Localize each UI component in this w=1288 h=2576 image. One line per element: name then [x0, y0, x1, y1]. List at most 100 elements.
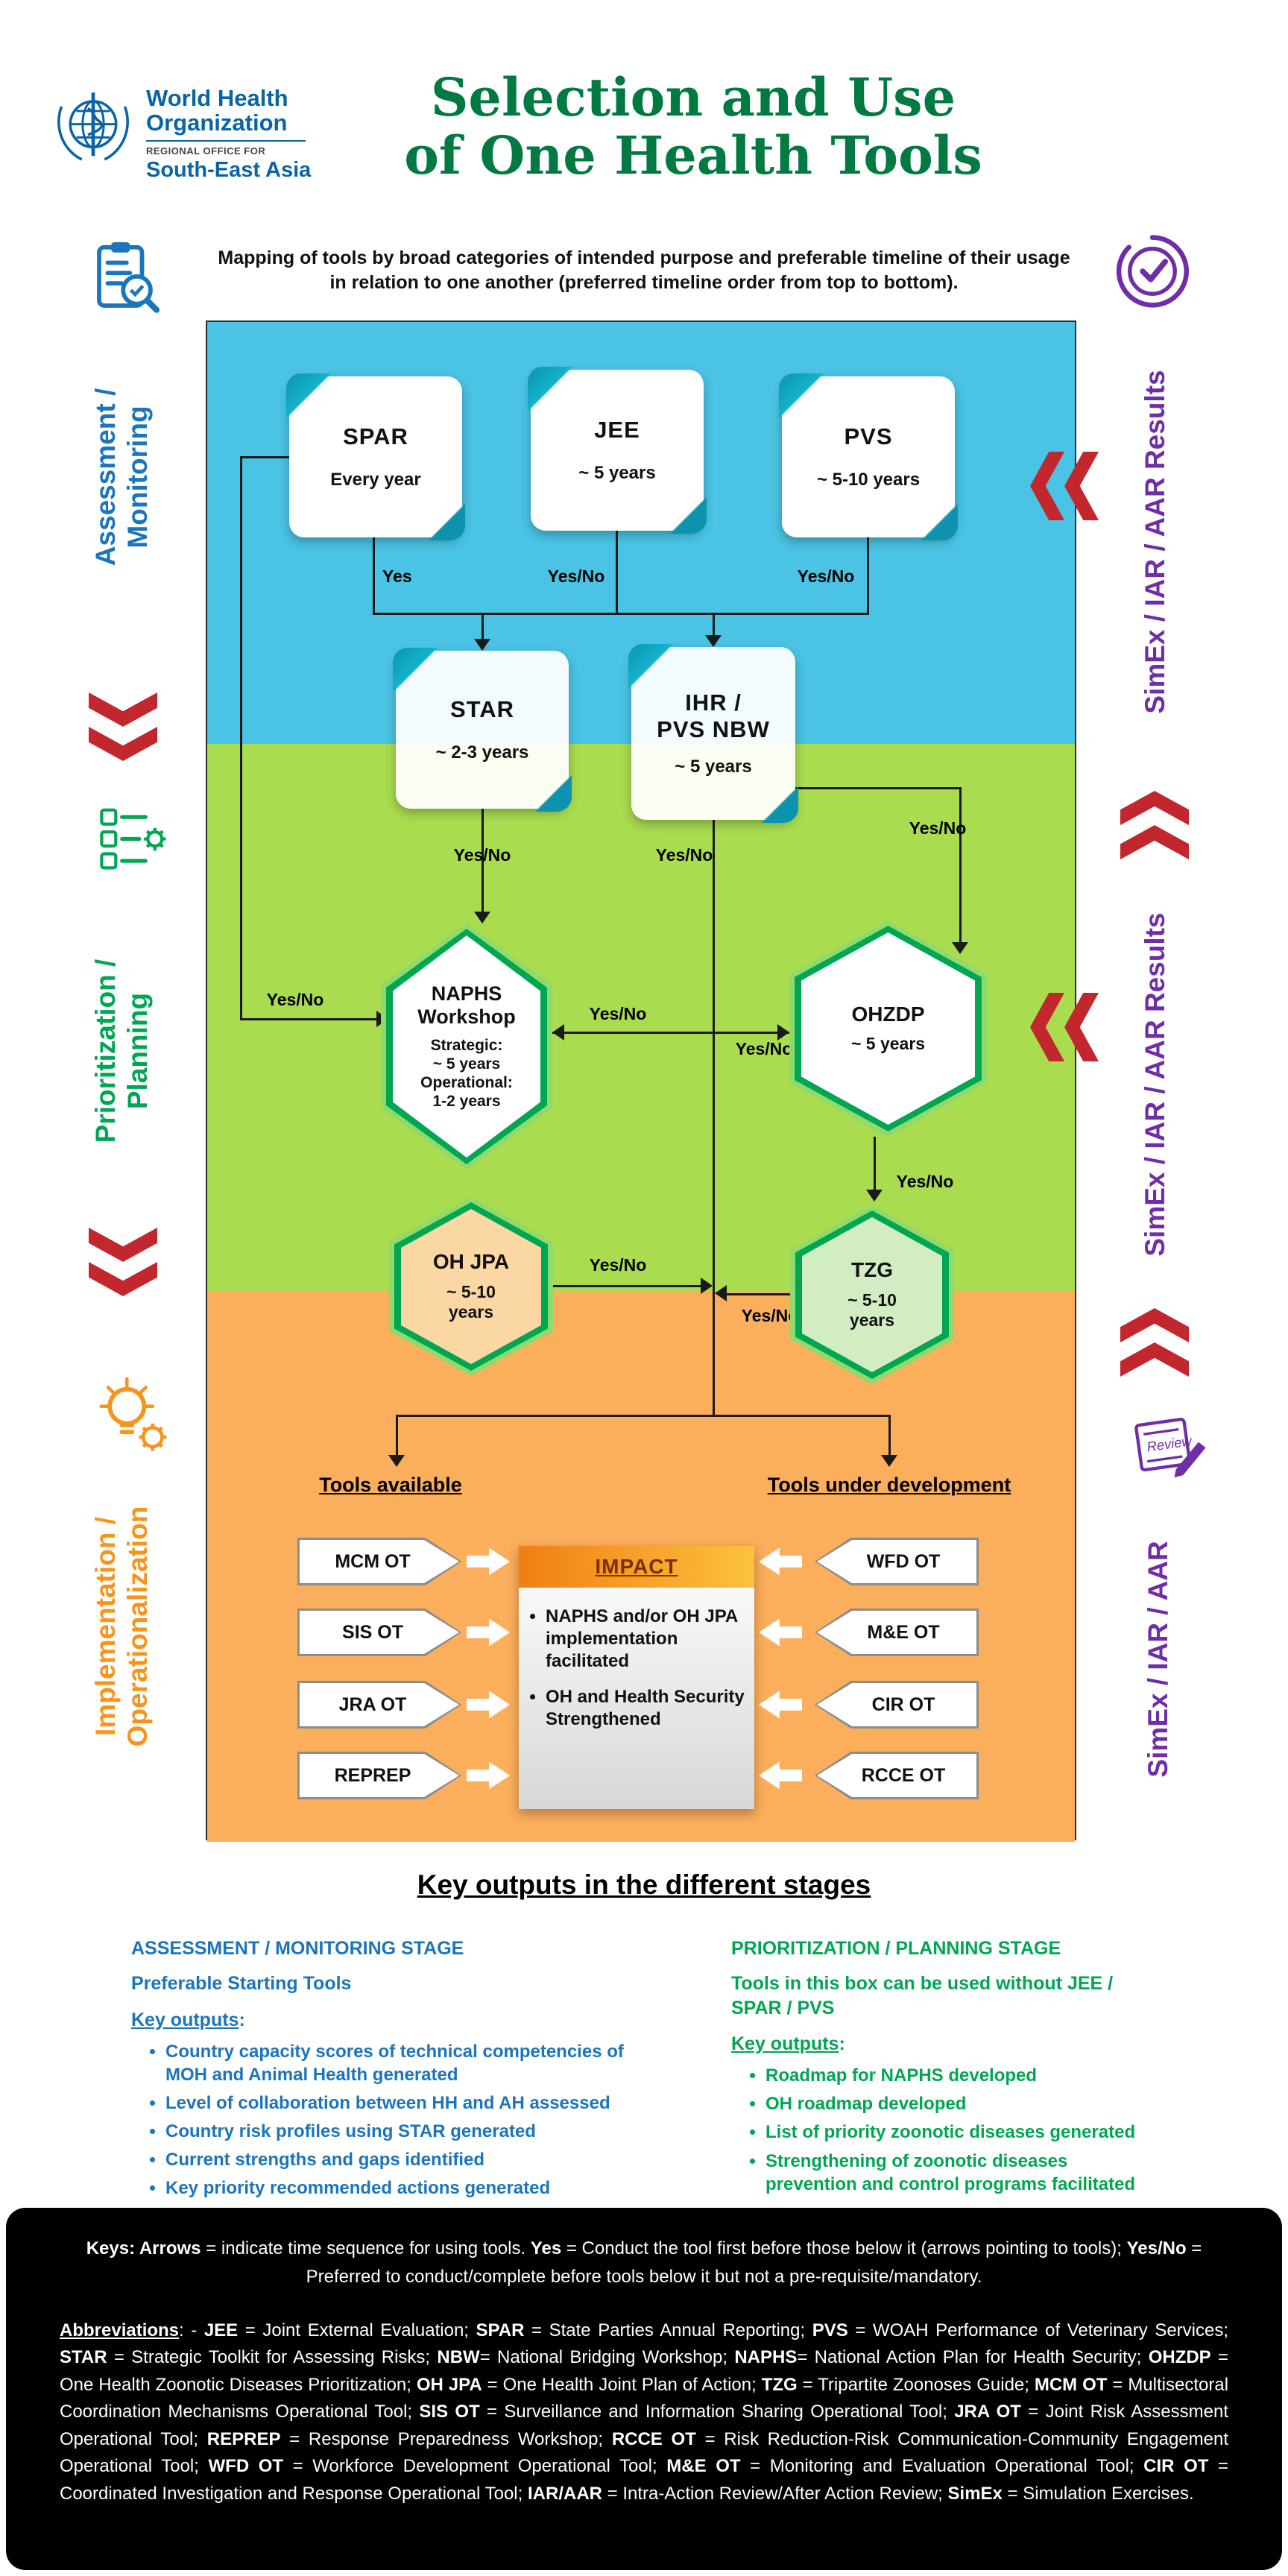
who-logo-text: World Health Organization REGIONAL OFFIC…	[146, 82, 311, 183]
card-frequency: Every year	[330, 469, 421, 490]
tool-label: SIS OT	[300, 1611, 459, 1654]
double-chevron-left-icon	[1030, 452, 1099, 520]
hex-frequency: ~ 5 years	[850, 1034, 926, 1054]
who-name-line2: Organization	[146, 109, 288, 136]
lightbulb-gear-icon	[99, 1377, 167, 1451]
card-jee: JEE ~ 5 years	[528, 367, 707, 534]
prioritization-stage-note: Tools in this box can be used without JE…	[731, 1973, 1114, 2018]
flow-diagram: Yes Yes/No Yes/No Yes/No Yes/No Yes/No Y…	[206, 321, 1076, 1842]
connector	[240, 1018, 379, 1020]
connector	[713, 820, 715, 1416]
connector	[373, 613, 869, 615]
assessment-stage-note: Preferable Starting Tools	[131, 1973, 352, 1994]
connector	[727, 1293, 790, 1295]
connector	[874, 1137, 876, 1191]
edge-label-yesno: Yes/No	[909, 818, 967, 838]
hex-ohzdp: OHZDP ~ 5 years	[789, 921, 987, 1137]
connector	[552, 1032, 789, 1034]
keys-text: Keys: Arrows = indicate time sequence fo…	[86, 2238, 1202, 2288]
hex-title: OH JPA	[432, 1250, 510, 1274]
arrowhead	[777, 1024, 789, 1041]
edge-label-yesno: Yes/No	[266, 990, 324, 1009]
card-fold	[628, 644, 675, 690]
key-output-item: Key priority recommended actions generat…	[165, 2176, 645, 2200]
right-label-simex-iar-aar-results-2: SimEx / IAR / AAR Results	[1140, 912, 1170, 1257]
assessment-outputs-list: Country capacity scores of technical com…	[165, 2040, 645, 2200]
hexagon-body: OHZDP ~ 5 years	[801, 932, 975, 1125]
stage-label-implementation-operationalization: Implementation / Operationalization	[90, 1506, 153, 1747]
who-emblem-icon	[57, 92, 129, 161]
hex-frequency: ~ 5-10 years	[446, 1281, 496, 1322]
tools-available-header: Tools available	[319, 1474, 462, 1496]
connector	[482, 807, 484, 913]
card-fold	[393, 648, 439, 694]
key-outputs-label: Key outputs:	[731, 2033, 845, 2054]
key-outputs-label: Key outputs:	[131, 2009, 245, 2030]
tool-label: MCM OT	[300, 1540, 459, 1583]
stage-label-prioritization-planning: Prioritization / Planning	[90, 959, 153, 1143]
connector	[867, 537, 869, 615]
key-outputs-heading: Key outputs in the different stages	[417, 1869, 871, 1900]
card-fold	[918, 500, 958, 540]
impact-title: IMPACT	[595, 1555, 678, 1578]
arrowhead	[552, 1024, 564, 1041]
card-fold	[531, 771, 572, 812]
arrowhead	[705, 635, 722, 647]
who-logo: World Health Organization REGIONAL OFFIC…	[49, 82, 332, 183]
double-chevron-left-icon	[1030, 993, 1099, 1061]
edge-label-yesno: Yes/No	[741, 1306, 799, 1325]
key-output-item: Current strengths and gaps identified	[165, 2148, 645, 2171]
double-chevron-up-icon	[1120, 1308, 1189, 1377]
card-star: STAR ~ 2-3 years	[393, 648, 572, 812]
connector	[396, 1415, 398, 1456]
card-ihr-pvs-nbw: IHR / PVS NBW ~ 5 years	[628, 644, 798, 823]
card-title: JEE	[594, 417, 640, 443]
prioritization-stage-title: PRIORITIZATION / PLANNING STAGE	[731, 1938, 1061, 1959]
key-output-item: Roadmap for NAPHS developed	[765, 2064, 1164, 2087]
connector	[795, 787, 962, 789]
abbreviations-text: Abbreviations: - JEE = Joint External Ev…	[60, 2320, 1229, 2504]
review-note-pen-icon: Review	[1134, 1418, 1206, 1478]
tool-me-ot: M&E OT	[815, 1609, 979, 1656]
impact-bullet-list: NAPHS and/or OH JPA implementation facil…	[546, 1606, 748, 1731]
arrowhead	[474, 639, 490, 651]
connector	[240, 456, 289, 458]
edge-label-yesno: Yes/No	[589, 1004, 647, 1023]
tool-wfd-ot: WFD OT	[815, 1538, 979, 1585]
hex-title: TZG	[851, 1258, 893, 1282]
page-title: Selection and Use of One Health Tools	[335, 66, 1051, 186]
card-fold	[779, 373, 825, 420]
edge-label-yes: Yes	[382, 566, 412, 586]
tool-mcm-ot: MCM OT	[297, 1538, 461, 1585]
arrowhead	[881, 1455, 897, 1467]
right-label-simex-iar-aar: SimEx / IAR / AAR	[1143, 1541, 1173, 1778]
double-chevron-up-icon	[1120, 791, 1189, 859]
tool-label: M&E OT	[817, 1611, 976, 1654]
page-title-line1: Selection and Use	[430, 66, 956, 128]
connector	[373, 537, 375, 615]
card-title: IHR / PVS NBW	[657, 689, 770, 742]
tool-label: CIR OT	[817, 1683, 976, 1726]
edge-label-yesno: Yes/No	[896, 1172, 954, 1191]
prioritization-outputs-column: PRIORITIZATION / PLANNING STAGE Tools in…	[731, 1938, 1164, 2201]
hex-title: NAPHS Workshop	[417, 982, 516, 1028]
tool-sis-ot: SIS OT	[297, 1609, 461, 1656]
tool-cir-ot: CIR OT	[815, 1681, 979, 1729]
card-spar: SPAR Every year	[286, 373, 465, 540]
assessment-outputs-column: ASSESSMENT / MONITORING STAGE Preferable…	[131, 1938, 645, 2206]
connector	[482, 613, 484, 640]
assessment-stage-title: ASSESSMENT / MONITORING STAGE	[131, 1938, 464, 1959]
check-circle-icon	[1116, 235, 1190, 308]
arrowhead	[474, 912, 490, 924]
double-chevron-down-icon	[89, 1228, 157, 1296]
page-subtitle: Mapping of tools by broad categories of …	[218, 247, 1070, 293]
key-output-item: Strengthening of zoonotic diseases preve…	[765, 2150, 1164, 2196]
tool-label: WFD OT	[817, 1540, 976, 1583]
hex-oh-jpa: OH JPA ~ 5-10 years	[389, 1197, 553, 1376]
connector	[396, 1415, 891, 1417]
connector	[240, 456, 242, 1020]
prioritization-list-gear-icon	[100, 808, 166, 870]
hex-title: OHZDP	[851, 1003, 925, 1026]
logo-divider	[146, 140, 306, 142]
